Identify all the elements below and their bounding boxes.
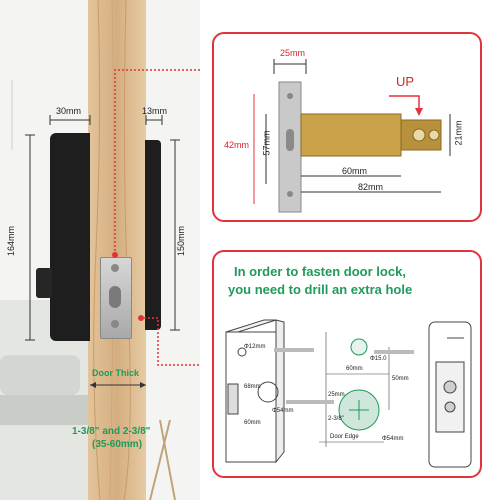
drill-backset-note: 2-3/8" — [328, 416, 344, 422]
latch-42mm: 42mm — [224, 140, 250, 150]
latch-panel: 25mm 42mm 57mm 60mm 82mm 21mm UP — [212, 32, 482, 222]
drill-edge-offset: 68mm — [244, 384, 261, 390]
drill-panel: In order to fasten door lock, you need t… — [212, 250, 482, 478]
left-scene: 30mm 13mm 164mm 150mm Door Thick 1-3/8" … — [0, 0, 200, 500]
drill-door-edge: Door Edge — [330, 434, 359, 440]
drill-center-dist: 60mm — [346, 366, 363, 372]
door-slab — [88, 0, 146, 500]
dim-30mm: 30mm — [56, 106, 82, 116]
lock-front-knob — [36, 268, 52, 298]
drill-vert-dist: 50mm — [392, 376, 409, 382]
latch-up-label: UP — [396, 74, 415, 89]
left-dimension-lines — [25, 69, 200, 388]
drill-hole-small: Φ12mm — [244, 344, 266, 350]
drill-hole-main: Φ54mm — [272, 408, 294, 414]
dim-150mm: 150mm — [176, 225, 187, 257]
latch-25mm: 25mm — [280, 48, 306, 58]
lock-front-body — [50, 133, 90, 341]
dim-13mm: 13mm — [142, 106, 168, 116]
drill-hole-15: Φ15.0 — [370, 356, 387, 362]
drill-small-gap: 25mm — [328, 392, 345, 398]
drill-heading-line2: you need to drill an extra hole — [228, 282, 413, 297]
latch-60mm: 60mm — [342, 166, 368, 176]
latch-82mm: 82mm — [358, 182, 384, 192]
drill-drawing — [225, 319, 472, 468]
door-range-label: 1-3/8" and 2-3/8" — [72, 426, 151, 437]
latch-drawing — [253, 59, 451, 213]
drill-edge-offset2: 60mm — [244, 420, 261, 426]
lock-back-body — [145, 140, 161, 330]
latch-21mm: 21mm — [453, 120, 464, 146]
door-thick-label: Door Thick — [92, 368, 140, 378]
strike-plate — [100, 257, 132, 339]
latch-57mm: 57mm — [261, 130, 272, 156]
drill-hole-54b: Φ54mm — [382, 436, 404, 442]
drill-heading-line1: In order to fasten door lock, — [234, 264, 406, 279]
door-range-mm: (35-60mm) — [92, 439, 143, 450]
dim-164mm: 164mm — [6, 225, 17, 257]
